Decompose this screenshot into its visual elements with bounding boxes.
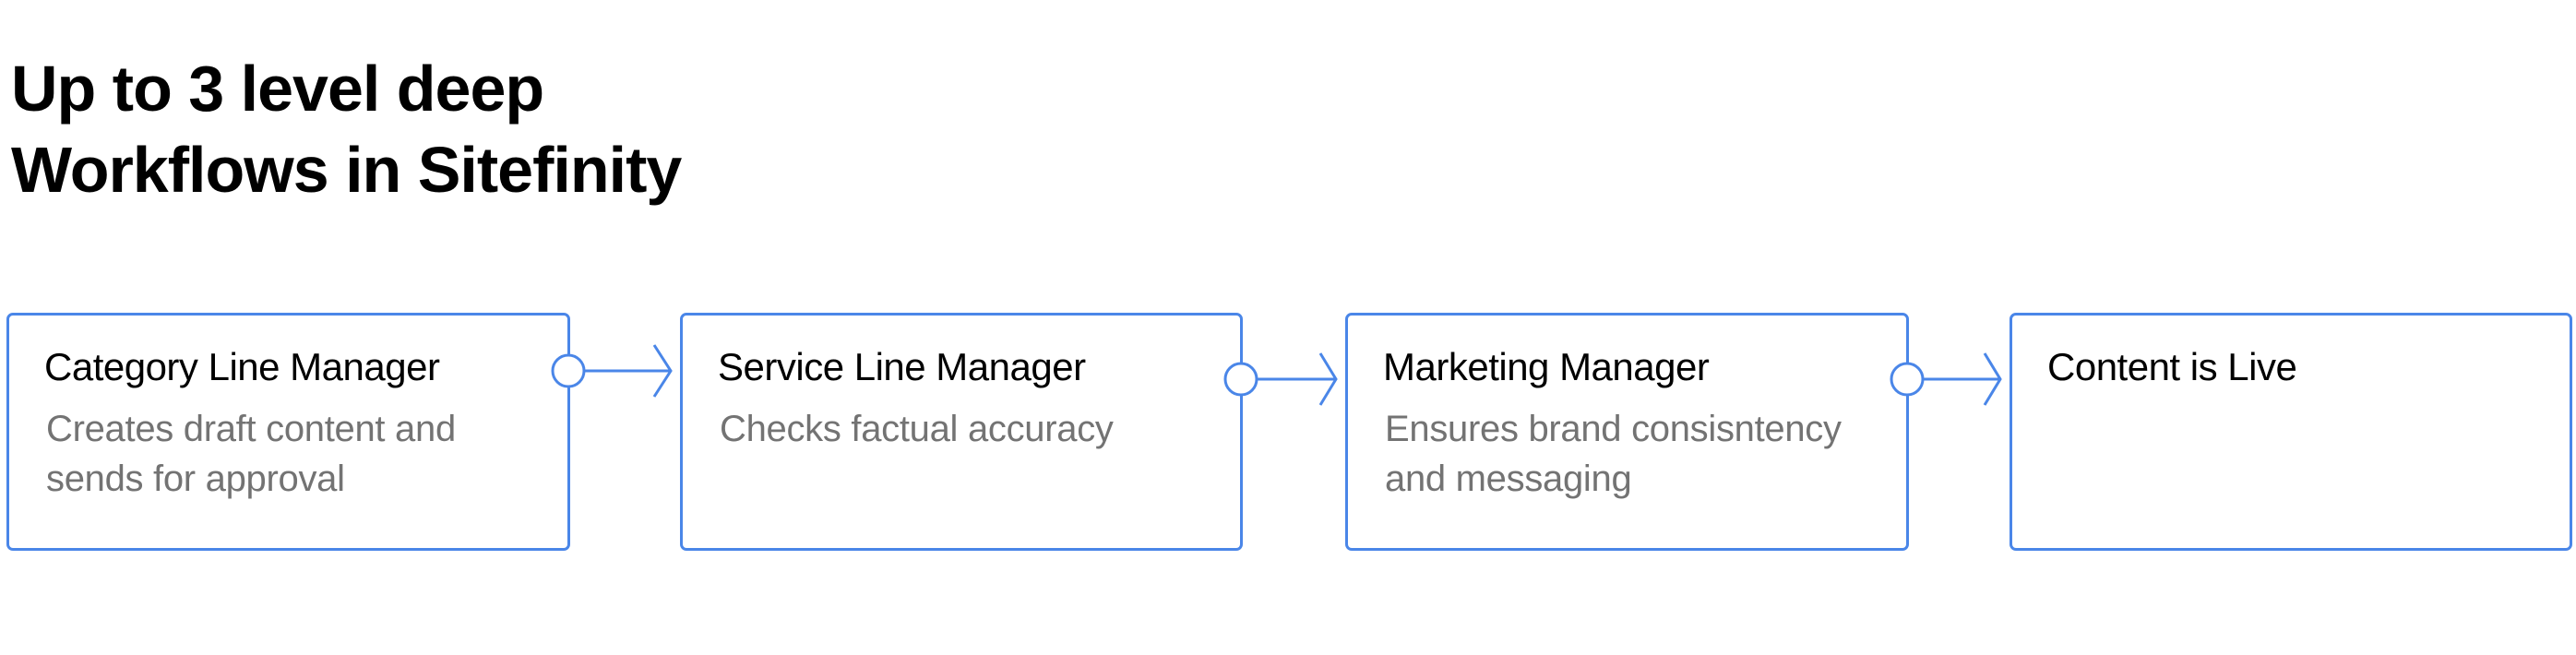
page-title: Up to 3 level deep Workflows in Sitefini… xyxy=(11,48,682,210)
step-title: Marketing Manager xyxy=(1383,345,1710,388)
connector-1 xyxy=(551,344,673,398)
step-description: Checks factual accuracy xyxy=(720,409,1114,449)
arrowhead-icon xyxy=(1983,352,2002,406)
workflow-step-category-line-manager: Category Line Manager Creates draft cont… xyxy=(6,313,570,551)
page-title-line-2: Workflows in Sitefinity xyxy=(11,134,682,206)
arrowhead-icon xyxy=(652,344,673,398)
page-title-line-1: Up to 3 level deep xyxy=(11,53,544,125)
step-title: Category Line Manager xyxy=(44,345,440,388)
step-title: Service Line Manager xyxy=(718,345,1086,388)
workflow-step-service-line-manager: Service Line Manager Checks factual accu… xyxy=(680,313,1243,551)
workflow-step-marketing-manager: Marketing Manager Ensures brand consisnt… xyxy=(1345,313,1909,551)
step-description: Ensures brand consisntency and messaging xyxy=(1385,409,1842,499)
step-title: Content is Live xyxy=(2047,345,2297,388)
arrowhead-icon xyxy=(1318,352,1338,406)
step-description: Creates draft content and sends for appr… xyxy=(46,409,456,499)
workflow-step-content-is-live: Content is Live xyxy=(2010,313,2572,551)
